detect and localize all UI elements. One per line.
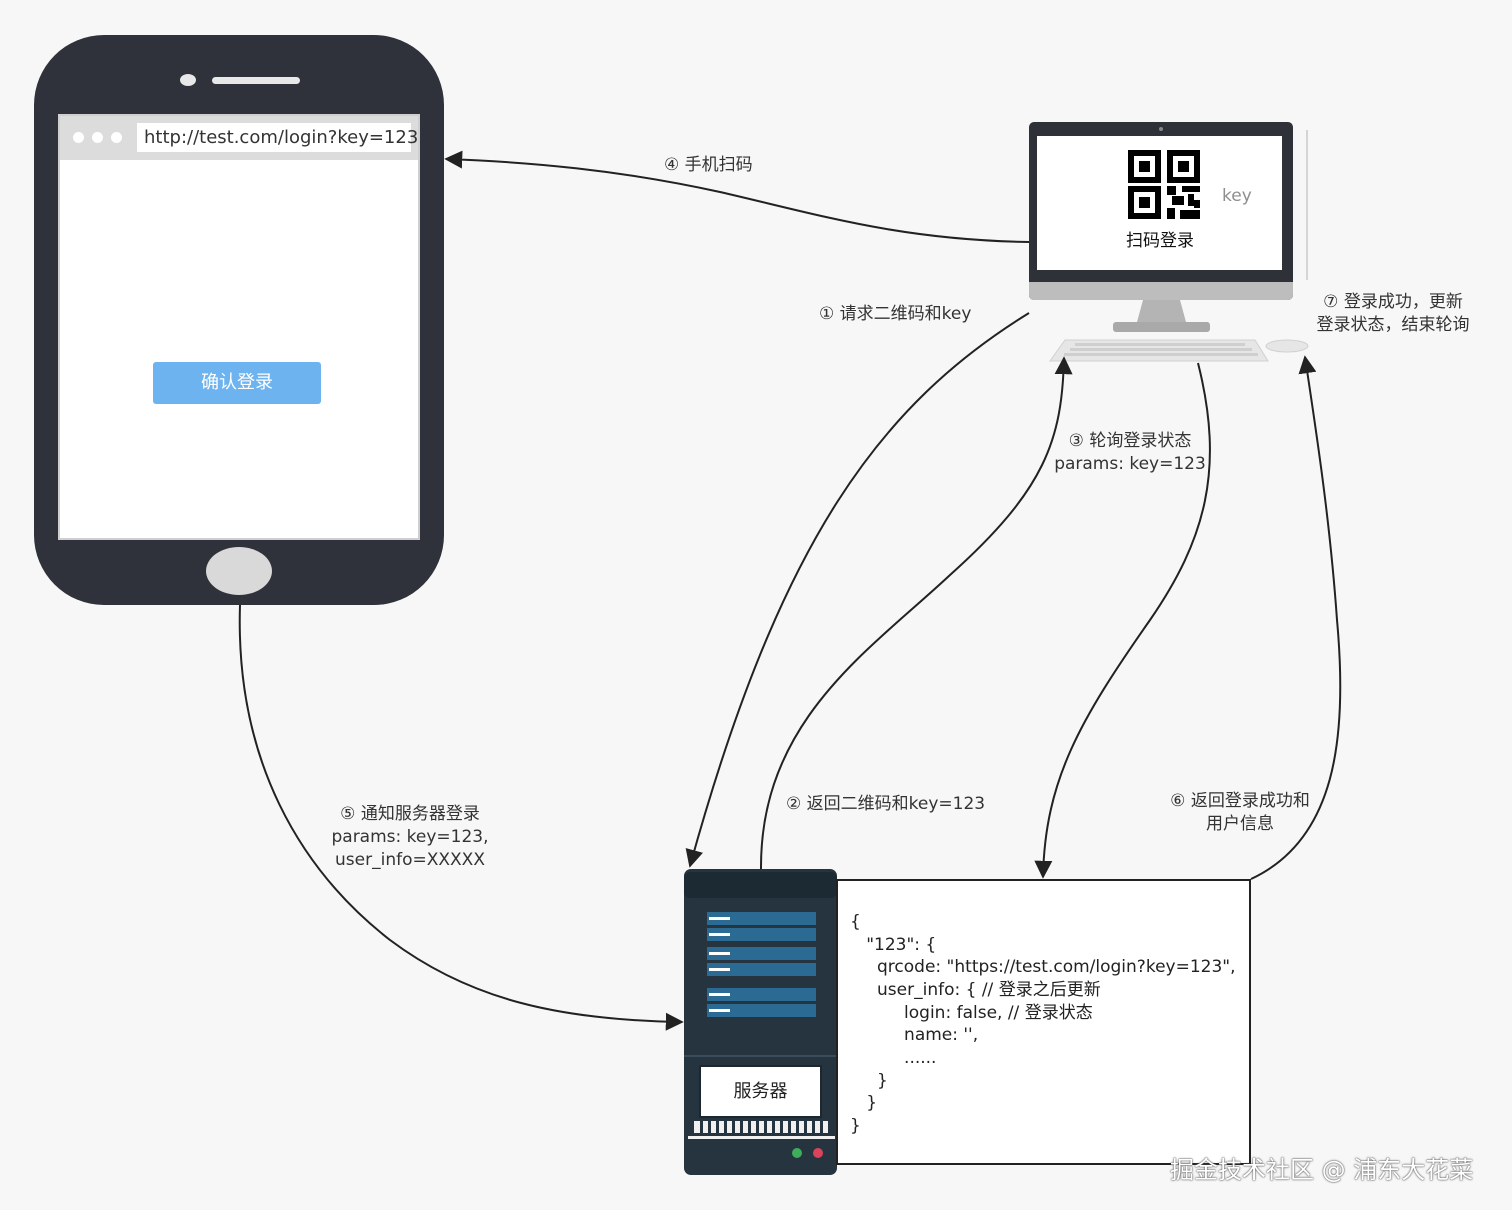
- watermark: 掘金技术社区 @ 浦东大花菜: [1170, 1156, 1474, 1184]
- browser-dot-icon: [111, 132, 122, 143]
- code-line: login: false, // 登录状态: [850, 1003, 1093, 1023]
- code-line: name: '',: [850, 1025, 979, 1045]
- arrow-step5: [238, 604, 684, 1031]
- code-panel: { "123": { qrcode: "https://test.com/log…: [836, 879, 1251, 1165]
- code-line: "123": {: [850, 935, 937, 955]
- step5-label-line1: ⑤ 通知服务器登录: [340, 804, 480, 824]
- qr-login-caption: 扫码登录: [1126, 231, 1194, 251]
- step6-label-line2: 用户信息: [1206, 814, 1274, 834]
- arrow-step3: [1034, 362, 1211, 879]
- step7-label: ⑦ 登录成功，更新 登录状态，结束轮询: [1300, 291, 1486, 337]
- arrow-step4: [444, 150, 1030, 243]
- step1-label: ① 请求二维码和key: [819, 304, 972, 324]
- browser-dot-icon: [92, 132, 103, 143]
- confirm-login-button[interactable]: 确认登录: [153, 362, 321, 404]
- step5-label-line3: user_info=XXXXX: [335, 850, 485, 870]
- home-button[interactable]: [206, 547, 272, 595]
- step6-label-line1: ⑥ 返回登录成功和: [1170, 791, 1310, 811]
- phone-camera: [180, 74, 196, 86]
- step3-label-line2: params: key=123: [1054, 454, 1206, 474]
- step5-label-line2: params: key=123,: [331, 827, 489, 847]
- step7-label-line1: ⑦ 登录成功，更新: [1323, 292, 1463, 312]
- monitor-chin: [1029, 282, 1293, 300]
- step3-label: ③ 轮询登录状态 params: key=123: [1050, 430, 1210, 476]
- step7-label-line2: 登录状态，结束轮询: [1316, 315, 1470, 335]
- server-label: 服务器: [699, 1065, 822, 1118]
- phone-speaker: [212, 77, 300, 84]
- code-line: ......: [850, 1048, 937, 1068]
- step4-label: ④ 手机扫码: [664, 155, 753, 175]
- code-line: }: [850, 1116, 861, 1136]
- arrow-step7: [1250, 355, 1342, 880]
- step2-label: ② 返回二维码和key=123: [786, 794, 986, 814]
- code-line: }: [850, 1071, 888, 1091]
- phone-screen: [58, 114, 420, 540]
- code-line: {: [850, 912, 861, 932]
- browser-dot-icon: [73, 132, 84, 143]
- arrow-step1: [685, 312, 1030, 868]
- step3-label-line1: ③ 轮询登录状态: [1068, 431, 1192, 451]
- code-line: user_info: { // 登录之后更新: [850, 980, 1101, 1000]
- step5-label: ⑤ 通知服务器登录 params: key=123, user_info=XXX…: [315, 803, 505, 872]
- code-line: }: [850, 1093, 878, 1113]
- step6-label: ⑥ 返回登录成功和 用户信息: [1150, 790, 1330, 836]
- code-line: qrcode: "https://test.com/login?key=123"…: [850, 957, 1236, 977]
- arrow-step2: [759, 356, 1073, 870]
- url-bar[interactable]: http://test.com/login?key=123: [137, 123, 418, 152]
- key-caption: key: [1222, 186, 1252, 206]
